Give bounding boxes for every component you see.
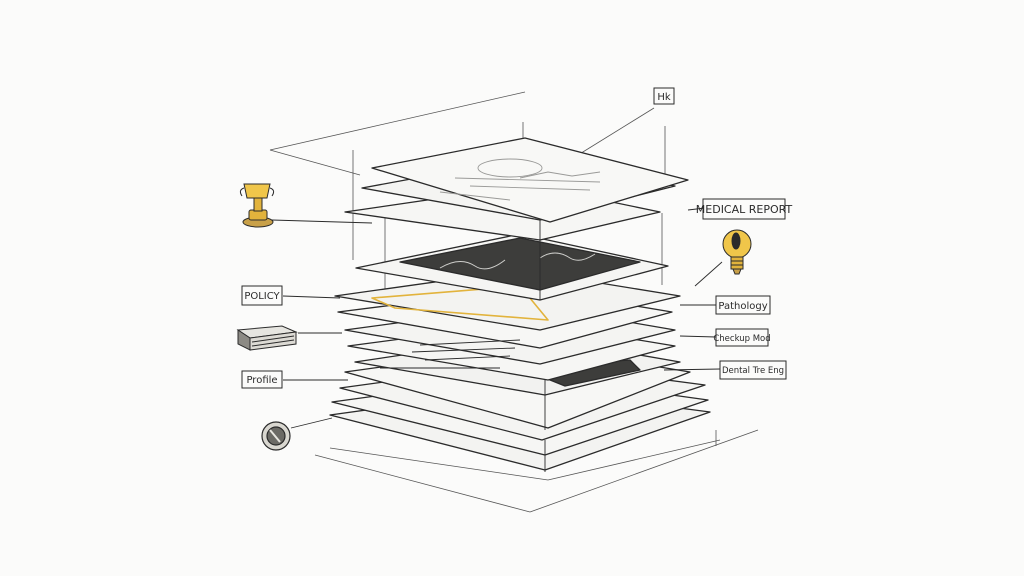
report-label-box — [702, 198, 786, 220]
leader-top-label — [577, 107, 655, 156]
dental-label: Dental Tre Eng — [722, 366, 784, 376]
guide-top-left — [269, 91, 526, 151]
leader-lines — [271, 207, 723, 429]
book-stack-icon — [236, 325, 298, 351]
policy-label: POLICY — [244, 291, 280, 302]
profile-label-box — [241, 370, 283, 389]
scan-dark — [399, 237, 641, 291]
top-label: Hk — [657, 92, 671, 103]
report-label: MEDICAL REPORT — [696, 203, 793, 216]
policy-label-box — [241, 285, 283, 306]
guide-bottom-right — [529, 429, 759, 513]
lightbulb-icon — [722, 229, 752, 275]
guide-bottom-inner-right — [547, 439, 721, 481]
guide-bottom-left — [314, 454, 531, 513]
guide-bottom-inner — [329, 447, 549, 481]
perspective-guides — [269, 91, 759, 513]
profile-label: Profile — [246, 375, 277, 386]
sheet-edges — [380, 220, 546, 472]
highlight-outline — [371, 285, 549, 321]
trophy-icon — [239, 183, 275, 228]
top-label-box — [653, 87, 675, 105]
pathology-label: Pathology — [718, 301, 767, 312]
guide-left-tick — [269, 149, 361, 176]
coin-icon — [261, 421, 291, 451]
pathology-label-box — [715, 295, 771, 315]
top-sheet-drawing — [439, 158, 601, 201]
label-boxes — [241, 87, 787, 389]
checkup-label: Checkup Mod — [713, 334, 770, 344]
label-text: Hk MEDICAL REPORT POLICY Pathology Check… — [244, 92, 792, 386]
sheet-stack — [329, 137, 711, 471]
scan-texture — [439, 252, 596, 270]
dental-label-box — [719, 360, 787, 380]
checkup-label-box — [715, 328, 769, 347]
